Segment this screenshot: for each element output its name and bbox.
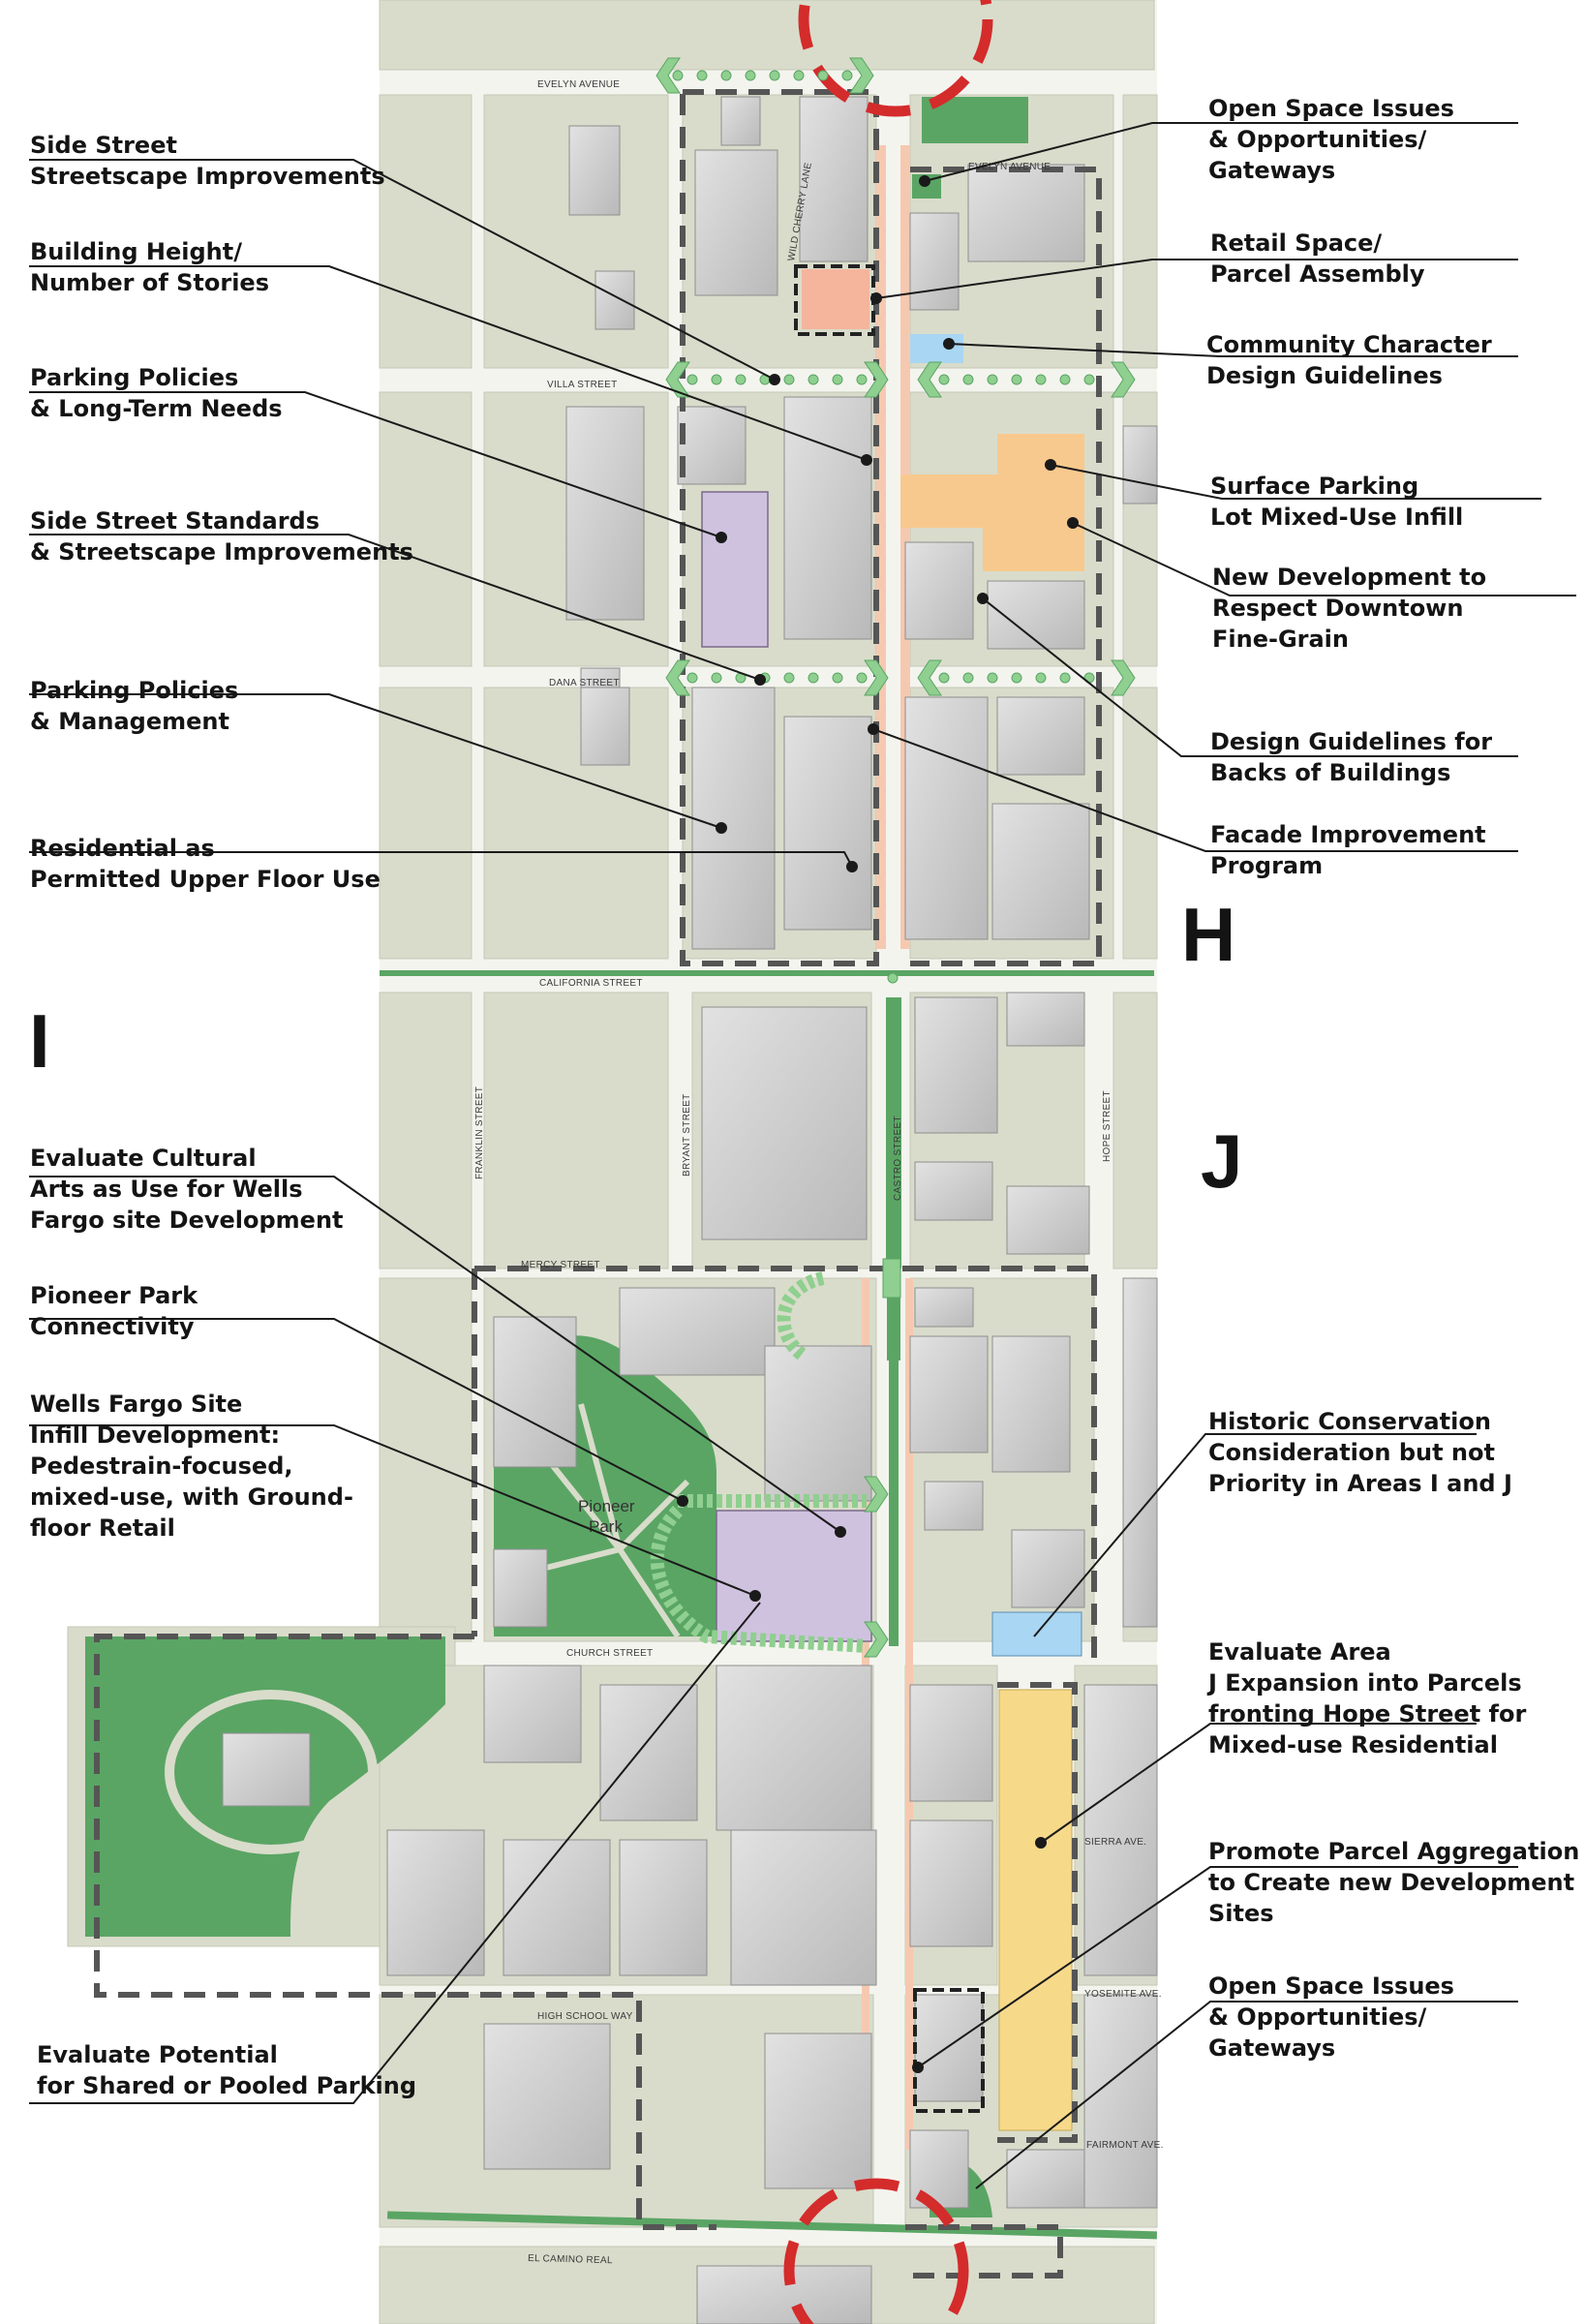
street-sierra: SIERRA AVE. [1084, 1837, 1146, 1848]
leader-dot-icon [769, 374, 780, 385]
street-high-school: HIGH SCHOOL WAY [537, 2011, 633, 2022]
gateway-red-circles [783, 0, 993, 2324]
gateway-chevrons [655, 57, 1136, 1658]
street-villa: VILLA STREET [547, 380, 618, 390]
leader-dot-icon [868, 723, 879, 735]
leader-dot-icon [870, 292, 882, 304]
callout-wells-fargo: Wells Fargo Site Infill Development: Ped… [30, 1391, 353, 1542]
street-castro: CASTRO STREET [893, 1116, 903, 1201]
street-church: CHURCH STREET [566, 1648, 653, 1659]
area-letter-j: J [1201, 1118, 1243, 1204]
leader-dot-icon [861, 454, 872, 466]
retail-parcel [802, 269, 869, 329]
study-area-boundaries [94, 89, 1102, 2278]
callout-parking-long-term: Parking Policies & Long-Term Needs [30, 364, 283, 422]
street-hope: HOPE STREET [1102, 1090, 1113, 1162]
street-el-camino: EL CAMINO REAL [528, 2253, 613, 2266]
area-letter-h: H [1181, 892, 1236, 977]
streetscape-dots [672, 70, 1095, 984]
park-label-line-2: Park [589, 1517, 623, 1536]
callout-retail-space: Retail Space/ Parcel Assembly [1210, 229, 1425, 288]
street-yosemite: YOSEMITE AVE. [1084, 1989, 1162, 2000]
leader-dot-icon [749, 1590, 761, 1602]
callout-surface-parking: Surface Parking Lot Mixed-Use Infill [1210, 473, 1464, 531]
leader-dot-icon [835, 1526, 846, 1538]
el-camino-median [387, 2211, 1157, 2240]
leader-dot-icon [716, 532, 727, 543]
park-connectivity-arc [650, 1271, 868, 1653]
park-paths [539, 1403, 690, 1638]
callout-open-space-top: Open Space Issues & Opportunities/ Gatew… [1208, 95, 1454, 184]
callout-facade: Facade Improvement Program [1210, 821, 1486, 879]
leader-dots [677, 175, 1079, 2073]
street-bryant: BRYANT STREET [682, 1093, 692, 1177]
street-evelyn-east: EVELYN AVENUE [968, 162, 1051, 172]
park-label-line-1: Pioneer [578, 1497, 635, 1515]
callout-parking-management: Parking Policies & Management [30, 677, 239, 735]
leader-dot-icon [754, 674, 766, 686]
callout-cultural-arts: Evaluate Cultural Arts as Use for Wells … [30, 1145, 344, 1234]
leader-dot-icon [1035, 1837, 1047, 1849]
park-loop-path [165, 1690, 378, 1854]
leader-dot-icon [1067, 517, 1079, 529]
leader-dot-icon [912, 2062, 924, 2073]
callout-residential-upper: Residential as Permitted Upper Floor Use [30, 835, 381, 893]
callout-open-space-bottom: Open Space Issues & Opportunities/ Gatew… [1208, 1972, 1454, 2062]
street-mercy: MERCY STREET [521, 1260, 600, 1270]
callout-building-height: Building Height/ Number of Stories [30, 238, 269, 296]
retail-assembly-boundary [794, 264, 875, 336]
area-letter-i: I [29, 998, 50, 1084]
callout-parcel-aggregation: Promote Parcel Aggregation to Create new… [1208, 1838, 1580, 1927]
buildings [222, 96, 1158, 2324]
castro-median [886, 997, 901, 1646]
street-franklin: FRANKLIN STREET [474, 1086, 485, 1179]
callout-pioneer-connectivity: Pioneer Park Connectivity [30, 1282, 198, 1340]
street-california: CALIFORNIA STREET [539, 978, 643, 989]
parking-parcel-villa [701, 491, 769, 648]
callout-new-development: New Development to Respect Downtown Fine… [1212, 564, 1487, 653]
callout-historic: Historic Conservation Consideration but … [1208, 1408, 1512, 1497]
callout-area-j-expansion: Evaluate Area J Expansion into Parcels f… [1208, 1638, 1527, 1758]
street-fairmont: FAIRMONT AVE. [1086, 2140, 1164, 2151]
leader-dot-icon [846, 861, 858, 872]
infill-parcel [900, 434, 1084, 571]
leader-lines [29, 122, 1576, 2189]
leader-dot-icon [977, 593, 989, 604]
hope-street-parcels [998, 1689, 1073, 2131]
leader-dot-icon [1045, 459, 1056, 471]
leader-dot-icon [677, 1495, 688, 1507]
leader-dot-icon [943, 338, 955, 350]
callout-side-street-streetscape: Side Street Streetscape Improvements [30, 132, 385, 190]
leader-dot-icon [919, 175, 930, 187]
callout-side-street-standards: Side Street Standards & Streetscape Impr… [30, 507, 413, 566]
community-parcel [910, 334, 963, 363]
wells-fargo-parcel [716, 1510, 872, 1642]
street-evelyn: EVELYN AVENUE [537, 79, 620, 90]
leader-dot-icon [716, 822, 727, 834]
callout-design-backs: Design Guidelines for Backs of Buildings [1210, 728, 1493, 786]
california-median [380, 970, 1154, 976]
callout-community-character: Community Character Design Guidelines [1206, 331, 1492, 389]
street-dana: DANA STREET [549, 678, 620, 688]
callout-shared-parking: Evaluate Potential for Shared or Pooled … [37, 2041, 417, 2099]
